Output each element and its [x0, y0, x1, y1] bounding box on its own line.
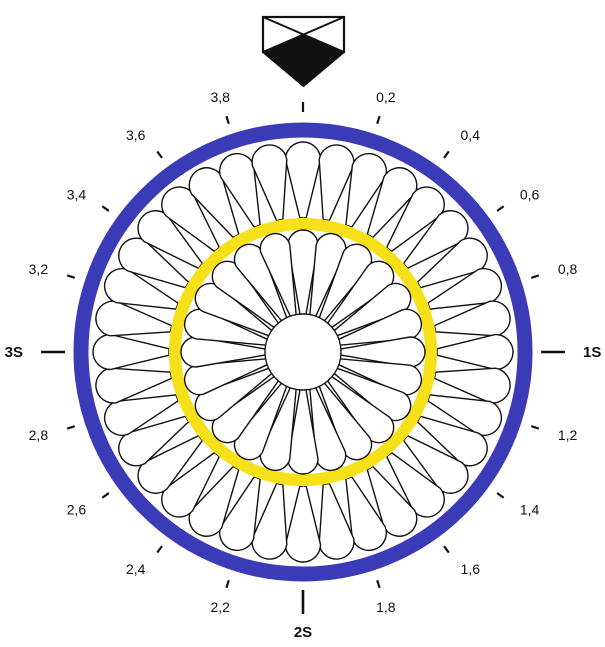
tick-mark: [443, 150, 450, 159]
outer-petal-ring: [92, 141, 514, 563]
tick-label: 3,8: [210, 89, 230, 105]
tick-mark: [376, 115, 381, 125]
tick-label: 2,8: [29, 427, 49, 443]
tick-mark: [530, 425, 540, 430]
tick-mark: [496, 492, 505, 499]
tick-mark: [66, 425, 76, 430]
tick-mark: [225, 579, 230, 589]
tick-mark: [66, 274, 76, 279]
inner-petal: [259, 232, 298, 319]
tick-mark: [530, 274, 540, 279]
tick-label: 2,6: [67, 502, 87, 518]
tick-label: 3,6: [126, 127, 146, 143]
tick-label: 2,4: [126, 561, 146, 577]
tick-mark: [101, 205, 110, 212]
dial-scale: 0,2 0,4 0,6 0,8 1S 1,2 1,4 1,6 1,8 2S 2,2 2,4 2,6 2,8…: [5, 89, 602, 641]
tick-label: 0,4: [461, 127, 481, 143]
tick-mark: [225, 115, 230, 125]
tick-mark: [156, 150, 163, 159]
tick-mark: [376, 579, 381, 589]
tick-label: 3,2: [29, 261, 49, 277]
outer-petal: [251, 144, 288, 222]
tick-label: 0,6: [520, 186, 540, 202]
tick-label: 3S: [5, 344, 23, 361]
tick-mark: [101, 492, 110, 499]
tick-label: 0,2: [376, 89, 396, 105]
tick-label: 3,4: [67, 186, 87, 202]
tick-label: 1,2: [558, 427, 578, 443]
tick-label: 2S: [294, 624, 312, 641]
tick-mark: [443, 545, 450, 554]
tick-mark: [156, 545, 163, 554]
tick-label: 0,8: [558, 261, 578, 277]
inner-petal-ring: [180, 229, 426, 475]
tick-label: 1,6: [461, 561, 481, 577]
tick-label: 2,2: [210, 599, 230, 615]
tick-label: 1S: [583, 344, 601, 361]
tick-label: 1,8: [376, 599, 396, 615]
center-hub: [264, 313, 342, 391]
index-pointer-icon: [261, 15, 346, 87]
tick-mark: [496, 205, 505, 212]
tick-label: 1,4: [520, 502, 540, 518]
